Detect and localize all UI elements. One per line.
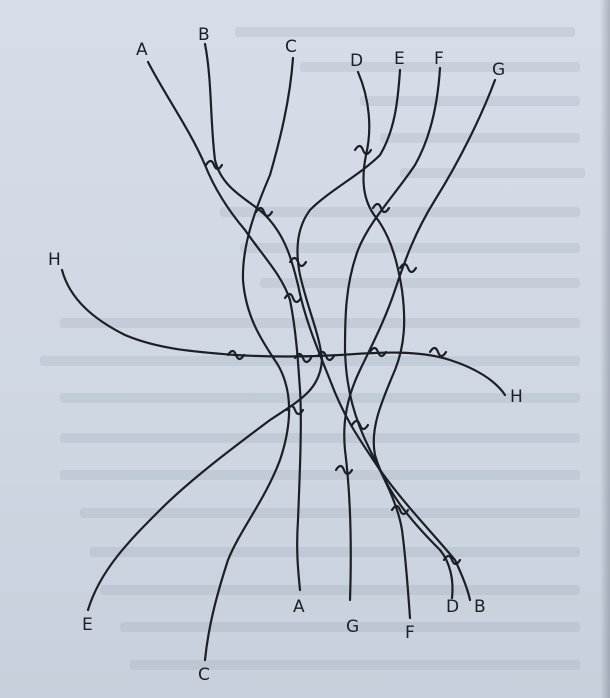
label-top-d: D [350,51,363,71]
page-edge-shadow [600,0,610,698]
label-top-f: F [434,49,444,69]
label-bottom-f: F [405,623,415,643]
label-bottom-g: G [346,617,359,637]
label-left-h: H [48,250,61,270]
label-top-g: G [492,60,505,80]
top-labels: A B C D E F G [136,25,505,80]
wire-group [62,44,505,660]
label-top-a: A [136,40,148,60]
wire-c [205,58,293,660]
label-bottom-e: E [82,615,93,635]
label-bottom-c: C [198,665,210,685]
label-bottom-b: B [474,597,486,617]
label-bottom-a: A [293,597,305,617]
label-top-c: C [285,37,297,57]
bottom-labels: E C A G F D B [82,597,486,685]
wire-d [358,72,453,598]
label-right-h: H [510,387,523,407]
label-bottom-d: D [446,597,459,617]
label-top-b: B [198,25,210,45]
label-top-e: E [394,49,405,69]
